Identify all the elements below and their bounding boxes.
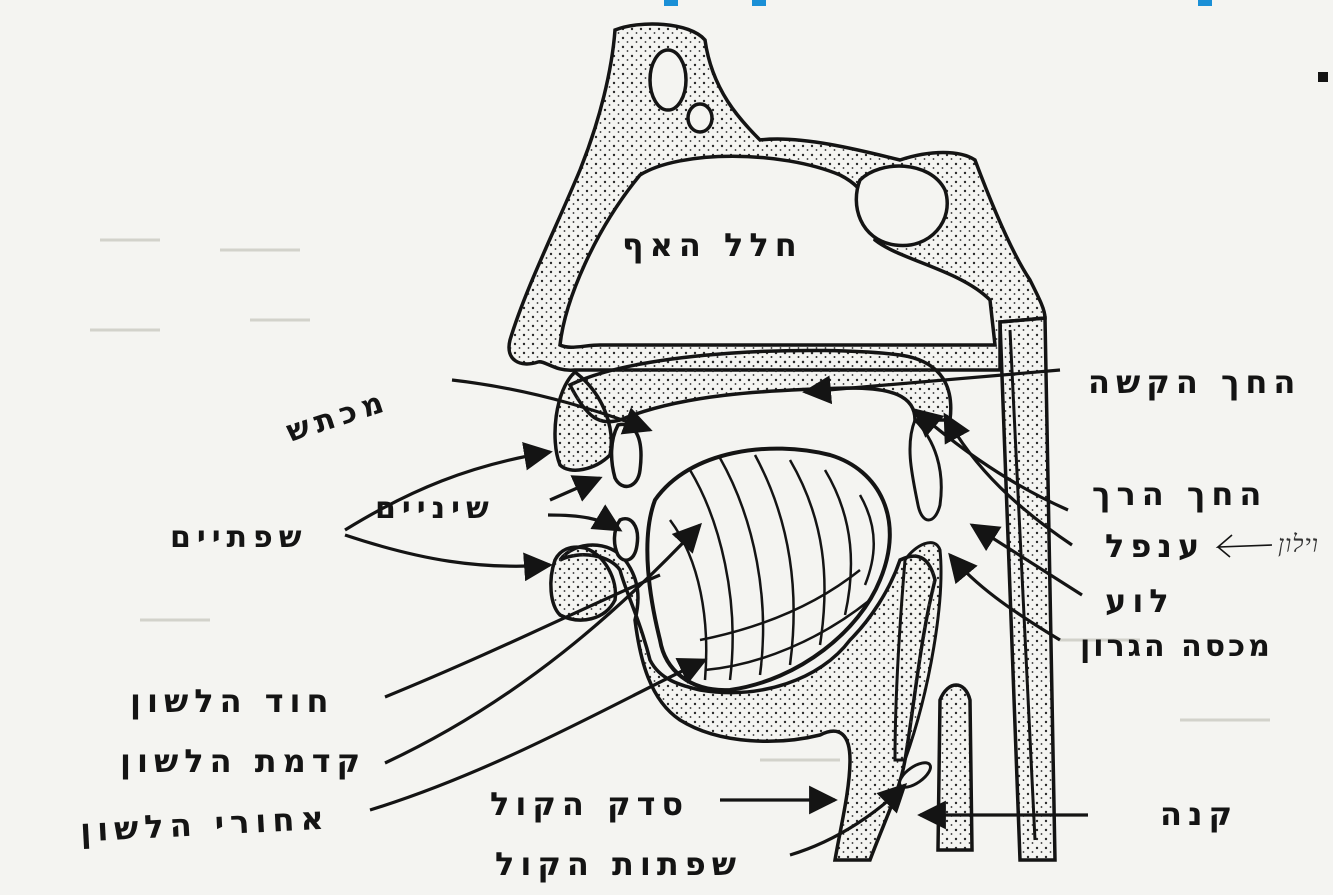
right-edge-mark (1318, 72, 1328, 82)
leader-teeth-upper (550, 478, 600, 500)
leader-lips-lower (345, 535, 550, 566)
epiglottis-label: מכסה הגרון (1080, 632, 1273, 662)
nasal-cavity-label: חלל האף (622, 229, 803, 261)
sinus-cavity (650, 50, 686, 110)
glottis-label: סדק הקול (490, 788, 689, 820)
pharynx-label: לוע (1105, 585, 1175, 617)
top-accent-mark (664, 0, 678, 6)
handwritten-note: וילון (1278, 532, 1319, 556)
tongue-front-label: קדמת הלשון (120, 745, 366, 777)
tongue-tip-label: חוד הלשון (130, 685, 335, 717)
hard-palate-label: החך הקשה (1088, 366, 1301, 398)
soft-palate-label: החך הרך (1092, 478, 1267, 510)
uvula-shape (910, 420, 941, 520)
nasal-region (509, 24, 1045, 370)
uvula-label: ענפל (1105, 530, 1205, 562)
vocal-folds-label: שפתות הקול (495, 848, 742, 880)
lower-tooth (614, 519, 637, 560)
lips-label: שפתיים (170, 523, 308, 553)
top-accent-mark (752, 0, 766, 6)
sinus-cavity (856, 166, 947, 245)
sinus-cavity (688, 104, 712, 132)
upper-tooth (612, 424, 641, 486)
trachea-label: קנה (1160, 798, 1238, 830)
handwritten-arrow (1218, 535, 1272, 557)
trachea-shape (938, 685, 972, 850)
top-accent-mark (1198, 0, 1212, 6)
pharynx-wall (1000, 318, 1055, 860)
leader-teeth-lower (548, 515, 620, 530)
leader-tongue-tip (385, 575, 660, 697)
teeth-label: שיניים (375, 494, 495, 524)
